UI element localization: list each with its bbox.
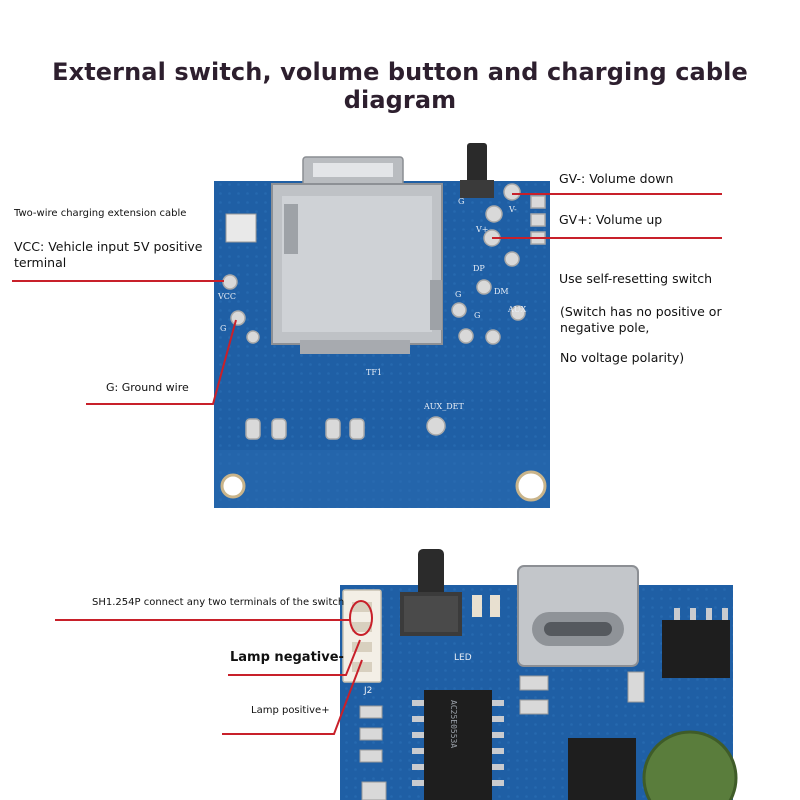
mounting-hole (515, 470, 547, 502)
mounting-hole (220, 473, 246, 499)
connector-highlight-ring (349, 600, 373, 636)
usb-port (302, 156, 404, 188)
label-charging-cable: Two-wire charging extension cable (14, 208, 187, 219)
silk-g-top: G (458, 197, 464, 206)
silk-dp: DP (473, 264, 485, 273)
pointer-ground (86, 319, 237, 405)
led (472, 595, 482, 617)
silk-aux-det: AUX_DET (423, 402, 464, 411)
label-vcc: VCC: Vehicle input 5V positive terminal (14, 239, 203, 270)
silk-v-minus: V- (508, 205, 517, 214)
tf-card-slot (271, 183, 443, 354)
ic-chip (568, 738, 636, 800)
silk-g-left: G (220, 324, 226, 333)
silk-g-mid: G (455, 290, 461, 299)
pointer-lamp-positive (222, 659, 363, 735)
usb-c-port (517, 565, 639, 667)
label-sh-connector: SH1.254P connect any two terminals of th… (92, 597, 345, 608)
label-switch-line3: No voltage polarity) (560, 350, 685, 365)
label-gv-plus: GV+: Volume up (559, 212, 663, 227)
silk-led: LED (454, 653, 472, 663)
label-gv-minus: GV-: Volume down (559, 171, 674, 186)
silk-v-plus: V+ (475, 225, 488, 234)
led (490, 595, 500, 617)
page-title: External switch, volume button and charg… (52, 58, 748, 114)
silk-aux: AUX (507, 305, 527, 314)
tact-button (460, 143, 494, 198)
silk-vcc: VCC (217, 292, 236, 301)
label-switch-line1: Use self-resetting switch (559, 271, 712, 286)
label-switch-line2: (Switch has no positive or negative pole… (560, 304, 722, 335)
ic-chip (662, 620, 730, 678)
pointer-lamp-negative (228, 639, 361, 676)
solder-pads (222, 183, 546, 440)
label-ground: G: Ground wire (106, 381, 189, 394)
tact-button-bottom (400, 549, 462, 636)
capacitor (642, 730, 738, 800)
ic-chip-main (424, 690, 492, 800)
label-lamp-positive: Lamp positive+ (251, 705, 330, 716)
silk-tf1: TF1 (366, 368, 382, 377)
silk-g-low: G (474, 311, 480, 320)
top-pcb-board: VCC G G V+ V- DP DM G G AUX TF1 AUX_DET (214, 143, 550, 508)
silk-dm: DM (494, 287, 509, 296)
silk-j2: J2 (363, 686, 372, 696)
label-lamp-negative: Lamp negative- (230, 650, 344, 665)
bottom-pcb-board: J2 LED AC25E0553A (340, 549, 738, 800)
pointer-lines (12, 193, 722, 735)
small-component (225, 213, 257, 243)
silk-chip: AC25E0553A (449, 700, 458, 748)
